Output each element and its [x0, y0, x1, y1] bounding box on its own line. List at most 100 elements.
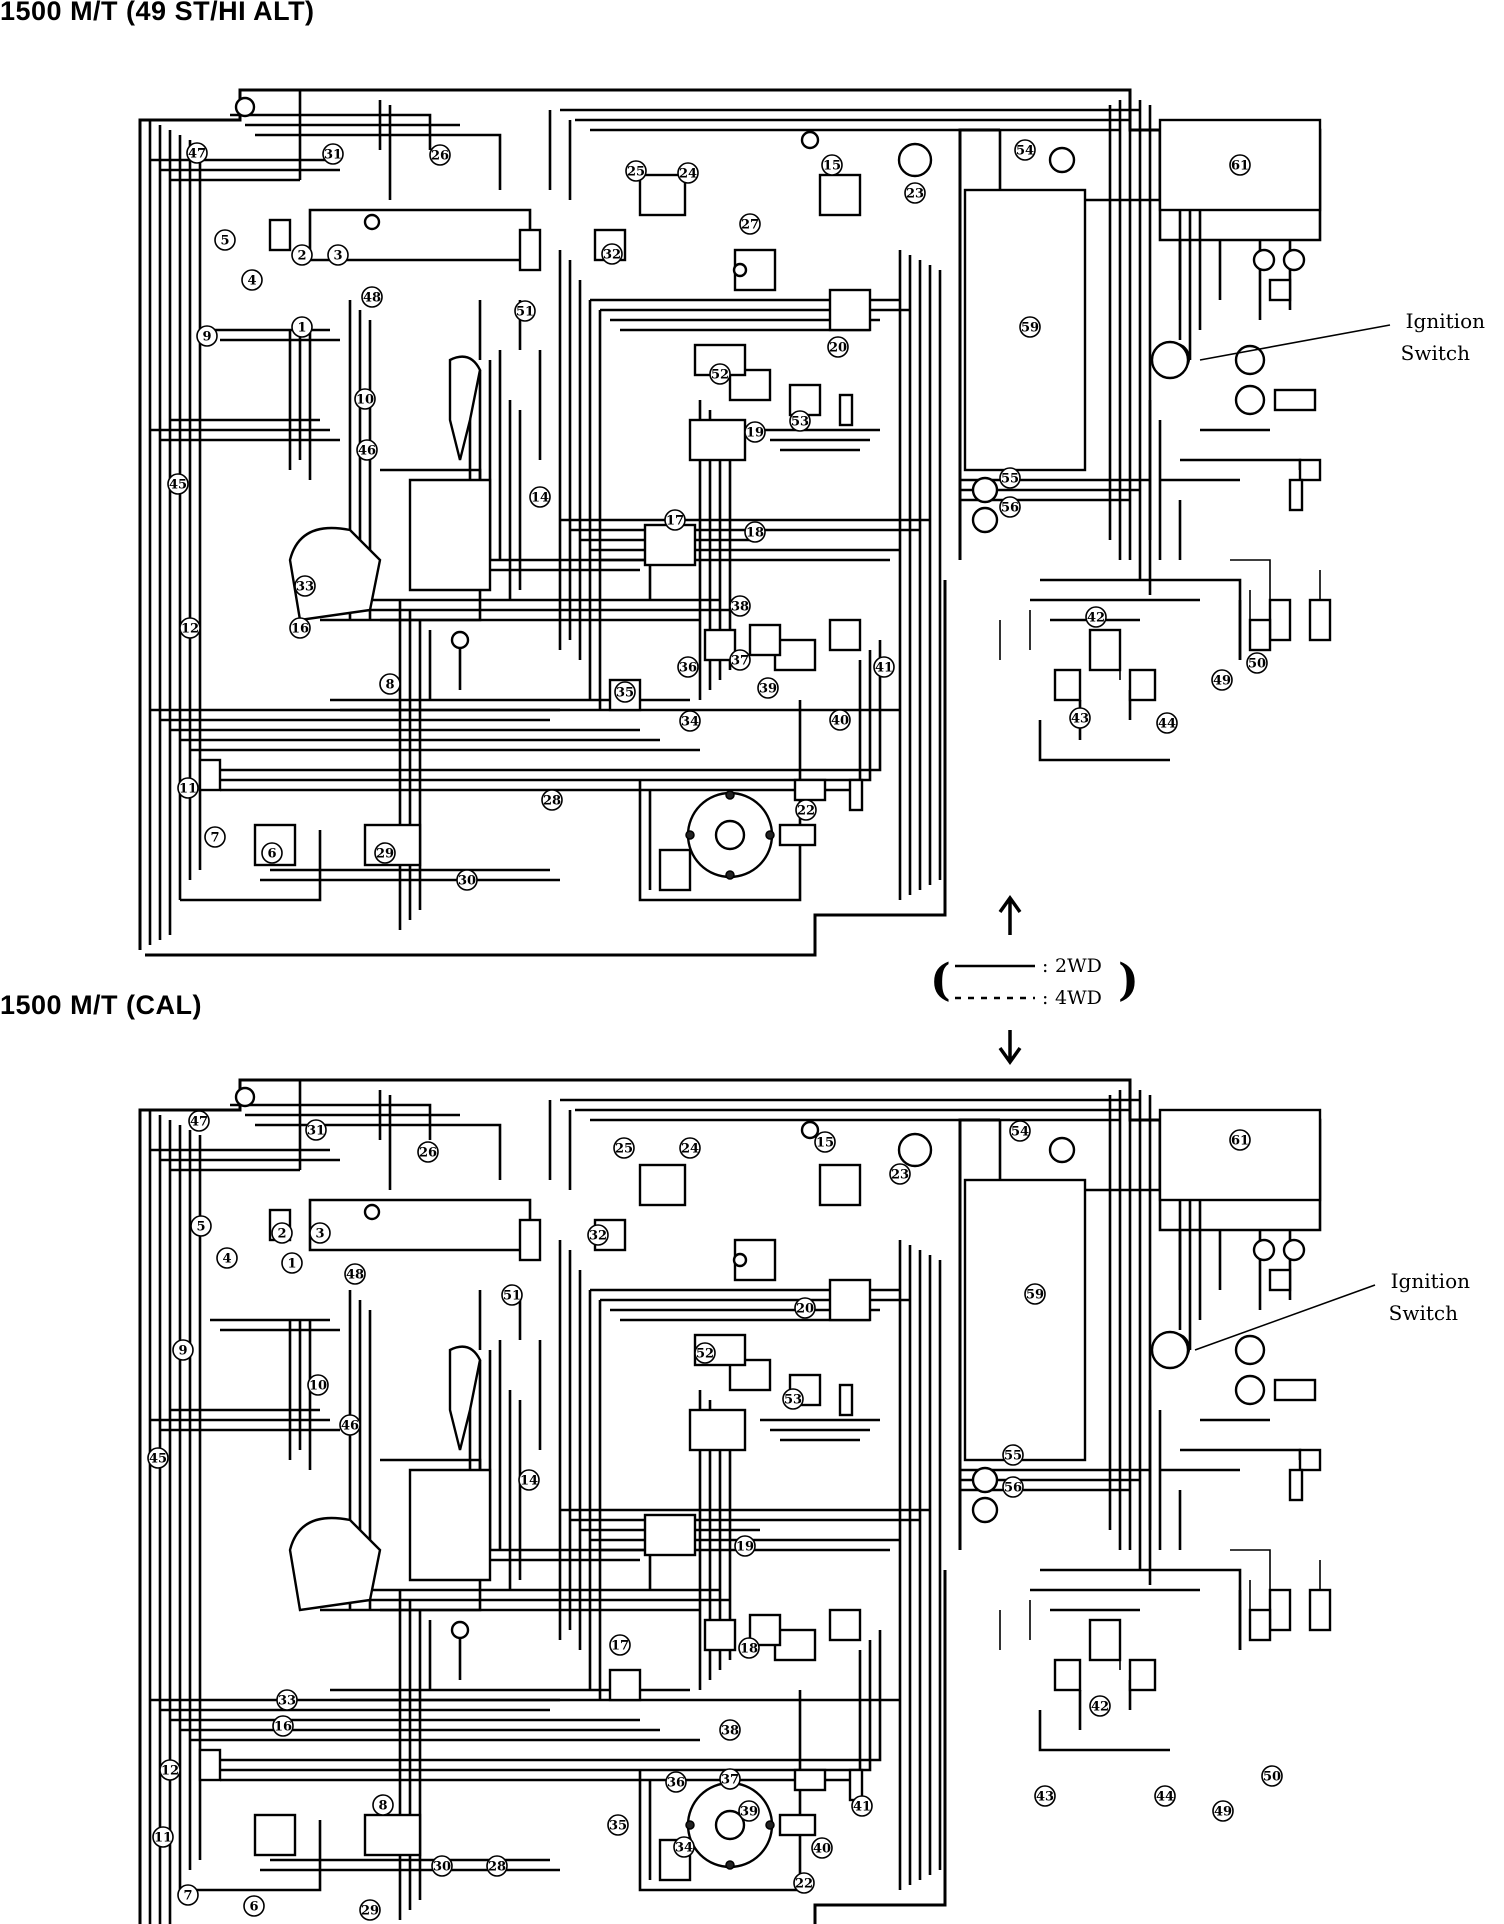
- component-callout: 40: [811, 1837, 833, 1859]
- callout-circle: [289, 617, 311, 639]
- callout-number: 19: [736, 1540, 754, 1555]
- callout-number: 19: [746, 426, 764, 441]
- component-callout: 9: [196, 325, 218, 347]
- callout-number: 6: [249, 1900, 258, 1915]
- component-callout: 30: [431, 1855, 453, 1877]
- callout-number: 9: [178, 1344, 187, 1359]
- component-callout: 45: [147, 1447, 169, 1469]
- callout-circle: [851, 1795, 873, 1817]
- callout-number: 32: [589, 1229, 607, 1244]
- component-callout: 19: [744, 421, 766, 443]
- callout-circle: [1246, 652, 1268, 674]
- callout-number: 36: [667, 1776, 685, 1791]
- callout-number: 32: [603, 248, 621, 263]
- callout-circle: [1211, 669, 1233, 691]
- callout-number: 23: [891, 1168, 909, 1183]
- component-callout: 36: [665, 1771, 687, 1793]
- component-callout: 45: [167, 473, 189, 495]
- callout-number: 33: [296, 580, 314, 595]
- callout-number: 4: [222, 1252, 231, 1267]
- callout-number: 1: [297, 321, 306, 336]
- component-callout: 15: [821, 154, 843, 176]
- component-callout: 44: [1156, 712, 1178, 734]
- callout-circle: [272, 1715, 294, 1737]
- callout-number: 28: [543, 794, 561, 809]
- callout-circle: [354, 388, 376, 410]
- callout-number: 42: [1091, 1700, 1109, 1715]
- callout-circle: [309, 1222, 331, 1244]
- component-callout: 52: [709, 363, 731, 385]
- component-callout: 28: [541, 789, 563, 811]
- component-callout: 5: [214, 229, 236, 251]
- component-callout: 23: [904, 182, 926, 204]
- callout-circle: [1009, 1120, 1031, 1142]
- component-callout: 61: [1229, 1129, 1251, 1151]
- callout-number: 38: [731, 600, 749, 615]
- callout-number: 2: [297, 249, 306, 264]
- legend-solid-colon: :: [1042, 955, 1048, 977]
- callout-circle: [601, 243, 623, 265]
- diagram-title-top: 1500 M/T (49 ST/HI ALT): [0, 0, 315, 26]
- component-callout: 12: [179, 617, 201, 639]
- callout-number: 54: [1016, 144, 1034, 159]
- callout-number: 44: [1158, 717, 1176, 732]
- callout-number: 14: [520, 1474, 538, 1489]
- callout-number: 15: [816, 1136, 834, 1151]
- callout-circle: [664, 509, 686, 531]
- callout-circle: [665, 1771, 687, 1793]
- callout-number: 43: [1071, 712, 1089, 727]
- callout-circle: [904, 182, 926, 204]
- component-callout: 42: [1085, 606, 1107, 628]
- callout-circle: [677, 162, 699, 184]
- callout-number: 1: [287, 1257, 296, 1272]
- callout-circle: [625, 160, 647, 182]
- callout-number: 22: [797, 804, 815, 819]
- callout-circle: [738, 1800, 760, 1822]
- callout-number: 8: [378, 1799, 387, 1814]
- callout-circle: [889, 1163, 911, 1185]
- callout-number: 34: [681, 715, 699, 730]
- component-callout: 46: [356, 439, 378, 461]
- component-callout: 8: [372, 1794, 394, 1816]
- callout-circle: [719, 1768, 741, 1790]
- callout-number: 5: [196, 1220, 205, 1235]
- callout-circle: [789, 410, 811, 432]
- callout-circle: [782, 1388, 804, 1410]
- callout-number: 16: [291, 622, 309, 637]
- callout-circle: [167, 473, 189, 495]
- callout-circle: [1014, 139, 1036, 161]
- callout-number: 42: [1087, 611, 1105, 626]
- callout-circle: [757, 677, 779, 699]
- callout-number: 17: [666, 514, 684, 529]
- callout-circle: [518, 1469, 540, 1491]
- component-callout: 47: [186, 142, 208, 164]
- component-callout: 1: [291, 316, 313, 338]
- callout-number: 59: [1021, 321, 1039, 336]
- callout-number: 45: [149, 1452, 167, 1467]
- component-callout: 26: [429, 144, 451, 166]
- callout-circle: [827, 336, 849, 358]
- callout-number: 3: [333, 249, 342, 264]
- callout-circle: [1085, 606, 1107, 628]
- component-callout: 35: [607, 1814, 629, 1836]
- callout-number: 49: [1213, 674, 1231, 689]
- component-callout: 61: [1229, 154, 1251, 176]
- component-callout: 34: [679, 710, 701, 732]
- component-callout: 54: [1014, 139, 1036, 161]
- component-callout: 42: [1089, 1695, 1111, 1717]
- callout-number: 49: [1214, 1805, 1232, 1820]
- callout-circle: [241, 269, 263, 291]
- diagram-top-wiring: [138, 88, 1332, 957]
- callout-circle: [607, 1814, 629, 1836]
- callout-number: 25: [627, 165, 645, 180]
- callout-circle: [291, 244, 313, 266]
- callout-number: 31: [324, 148, 342, 163]
- callout-circle: [793, 1872, 815, 1894]
- component-callout: 31: [322, 143, 344, 165]
- callout-circle: [673, 1836, 695, 1858]
- component-callout: 29: [374, 842, 396, 864]
- callout-number: 55: [1004, 1449, 1022, 1464]
- component-callout: 48: [361, 286, 383, 308]
- callout-number: 46: [341, 1419, 359, 1434]
